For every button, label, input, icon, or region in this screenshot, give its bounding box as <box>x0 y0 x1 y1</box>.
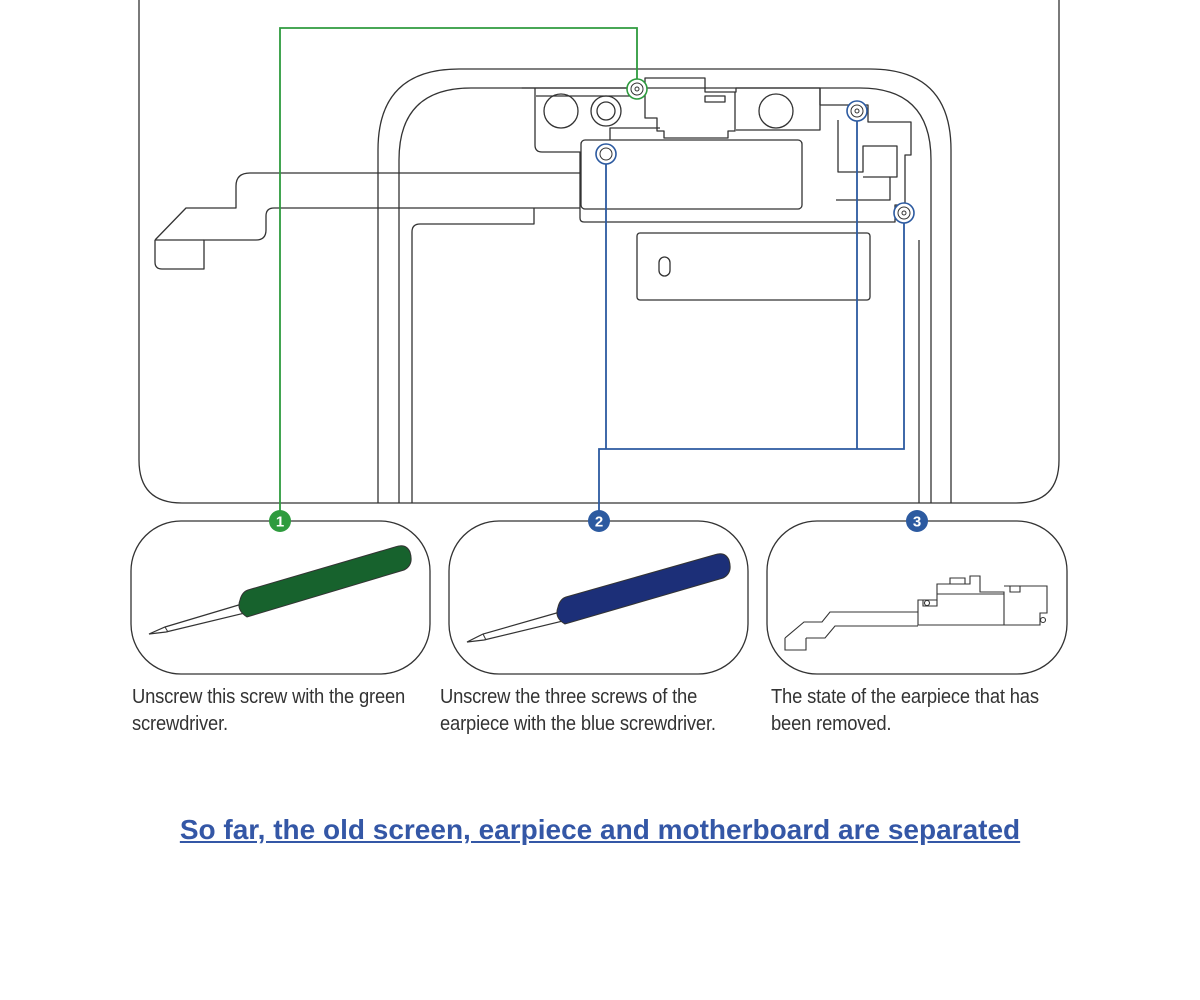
green-screwdriver-icon <box>148 545 412 635</box>
step-2-badge: 2 <box>588 510 610 532</box>
phone-frame-inner <box>398 87 932 503</box>
svg-text:1: 1 <box>276 514 284 531</box>
blue-leader-line <box>598 120 905 512</box>
earpiece-assembly-icon <box>784 575 1048 651</box>
sensor-window <box>636 232 871 301</box>
frame-rail-left <box>411 208 535 503</box>
step-3-caption: The state of the earpiece that has been … <box>771 686 1039 735</box>
blue-screw-bottom-right <box>893 202 915 224</box>
blue-screwdriver-icon <box>466 553 731 643</box>
step-1-badge: 1 <box>269 510 291 532</box>
summary-heading: So far, the old screen, earpiece and mot… <box>179 814 1021 845</box>
phone-body-outline <box>138 0 1060 504</box>
blue-screw-left <box>595 143 617 165</box>
green-leader-line <box>279 27 638 512</box>
svg-text:3: 3 <box>913 514 921 531</box>
flex-cable-lower <box>154 207 580 270</box>
step-1-caption: Unscrew this screw with the green screwd… <box>132 686 406 735</box>
phone-frame-outer <box>377 68 952 503</box>
earpiece-bracket <box>521 77 912 223</box>
svg-text:2: 2 <box>595 514 603 531</box>
blue-screw-top-right <box>846 100 868 122</box>
disassembly-diagram: 1 2 3 <box>130 0 1068 675</box>
green-screw <box>626 78 648 100</box>
step-2-caption: Unscrew the three screws of the earpiece… <box>440 686 716 735</box>
step-3-panel <box>766 520 1068 675</box>
step-3-badge: 3 <box>906 510 928 532</box>
flex-cable <box>154 172 580 241</box>
